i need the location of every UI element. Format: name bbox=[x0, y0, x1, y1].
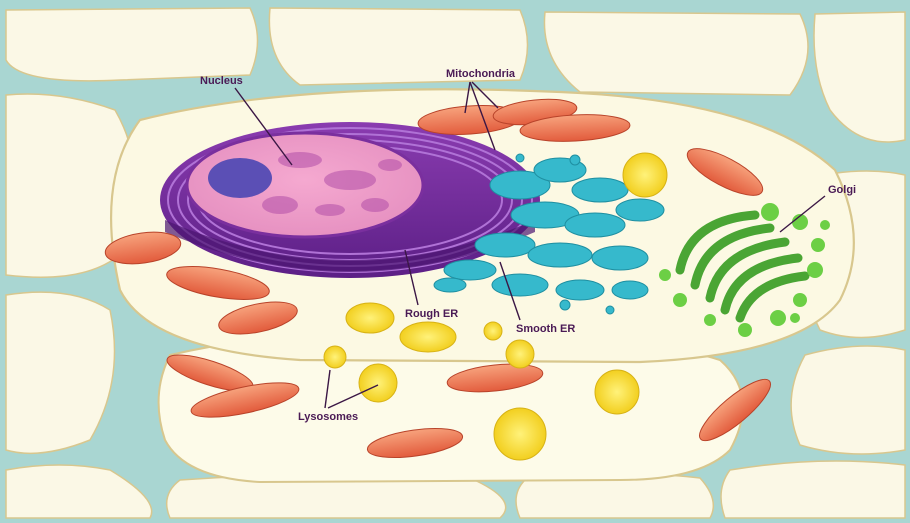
nucleus-label: Nucleus bbox=[200, 75, 243, 87]
golgi-label: Golgi bbox=[828, 184, 856, 196]
nucleus-group bbox=[160, 122, 540, 278]
mitochondria-label: Mitochondria bbox=[446, 68, 516, 80]
lysosomes-label: Lysosomes bbox=[298, 411, 358, 423]
rough-er-label: Rough ER bbox=[405, 308, 458, 320]
nucleolus bbox=[208, 158, 272, 198]
smooth-er-label: Smooth ER bbox=[516, 323, 575, 335]
